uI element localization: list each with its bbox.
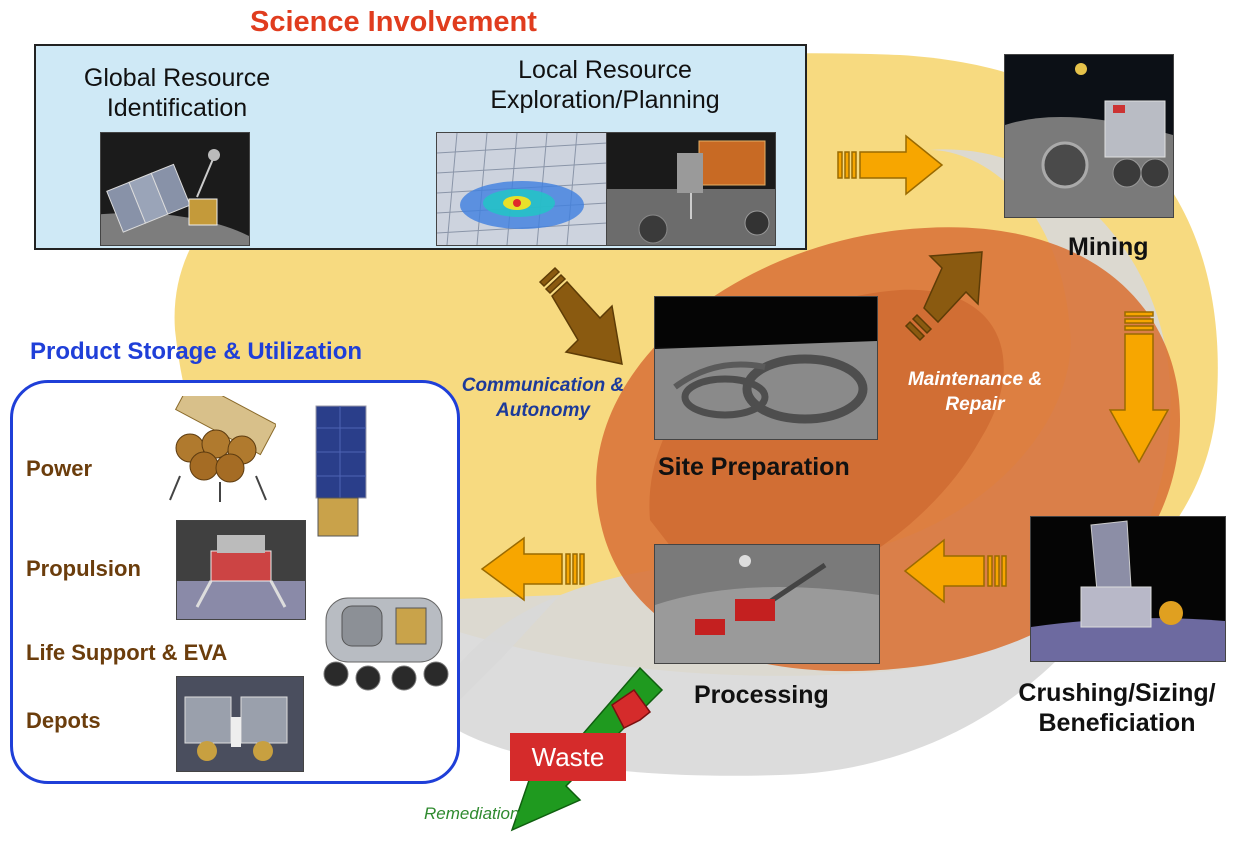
crusher-plant-icon (1030, 516, 1226, 662)
storage-item-life-support: Life Support & EVA (26, 640, 228, 665)
gray-loop-tail (430, 595, 560, 730)
storage-item-depots: Depots (26, 708, 101, 733)
lander-icon (176, 520, 306, 620)
solar-power-icon (160, 378, 278, 506)
arrow-crushing-to-processing (903, 538, 1007, 604)
arrow-processing-to-storage (480, 536, 585, 602)
processing-label: Processing (694, 681, 829, 709)
maintenance-repair-label: Maintenance & Repair (907, 369, 1043, 415)
site-preparation-label: Site Preparation (658, 453, 850, 481)
storage-item-power: Power (26, 456, 93, 481)
arrow-local-to-mining (837, 134, 944, 196)
mining-rover-icon (1004, 54, 1174, 218)
arrow-planning-to-site (538, 266, 623, 365)
arrow-site-to-mining (904, 251, 983, 342)
storage-title: Product Storage & Utilization (30, 338, 363, 365)
landing-site-icon (654, 296, 878, 440)
mining-label: Mining (1068, 233, 1149, 261)
local-resource-label: Local Resource Exploration/Planning (490, 56, 720, 114)
rover-icon (606, 132, 776, 246)
terrain-map-icon (436, 132, 608, 246)
communication-autonomy-label: Communication & Autonomy (461, 375, 625, 421)
arrow-mining-to-crushing (1108, 311, 1170, 464)
satellite-icon (100, 132, 250, 246)
waste-label: Waste (510, 733, 626, 781)
crushing-label: Crushing/Sizing/ Beneficiation (1018, 679, 1216, 737)
habitat-rover-icon (312, 584, 460, 694)
remediation-label: Remediation (424, 804, 520, 823)
storage-item-propulsion: Propulsion (26, 556, 141, 581)
processing-plant-icon (654, 544, 880, 664)
waste-red-arrowhead (611, 688, 652, 730)
global-resource-label: Global Resource Identification (83, 64, 271, 122)
science-involvement-title: Science Involvement (250, 6, 537, 38)
depot-icon (176, 676, 304, 772)
solar-panel-icon (310, 404, 374, 540)
